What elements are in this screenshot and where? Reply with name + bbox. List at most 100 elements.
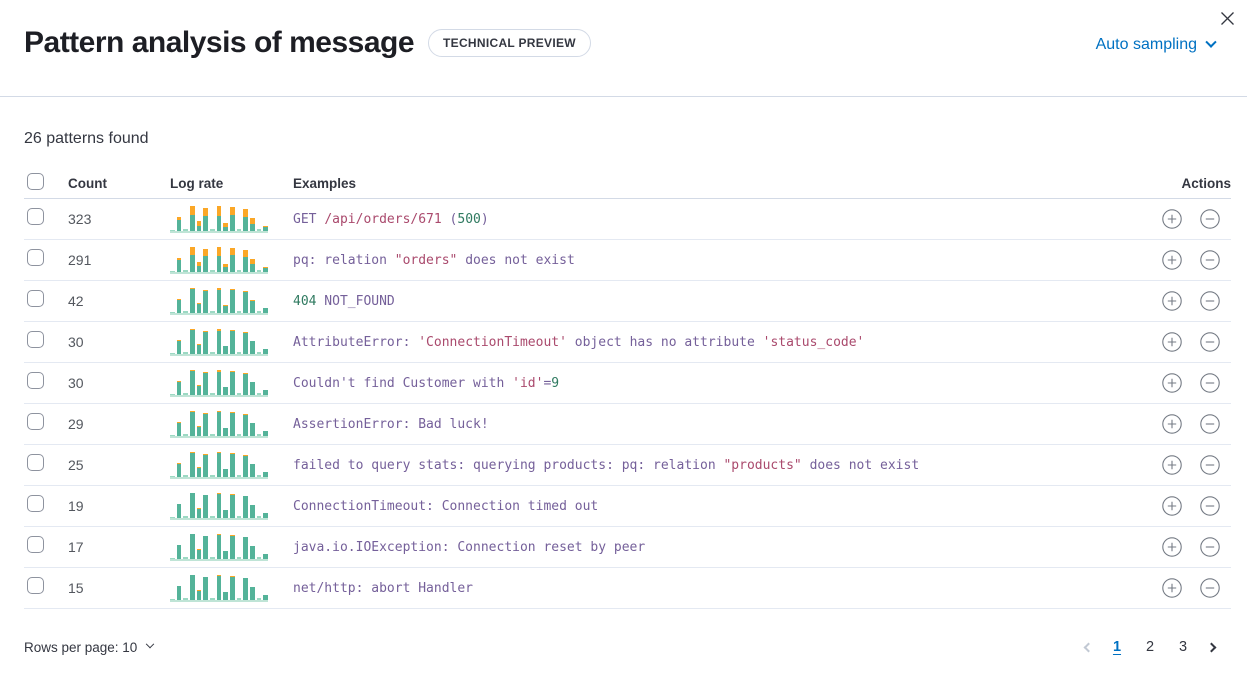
example-token: 500: [457, 211, 481, 227]
count-cell: 17: [68, 539, 84, 555]
log-rate-chart: [170, 246, 269, 274]
filter-out-minus-icon[interactable]: [1200, 250, 1220, 270]
table-row: 25 failed to query stats: querying produ…: [24, 445, 1231, 486]
filter-in-plus-icon[interactable]: [1162, 373, 1182, 393]
column-header-count[interactable]: Count: [68, 176, 107, 191]
example-cell: AssertionError: Bad luck!: [293, 417, 1141, 432]
table-row: 291 pq: relation "orders" does not exist: [24, 240, 1231, 281]
column-header-log-rate[interactable]: Log rate: [170, 176, 224, 191]
log-rate-chart: [170, 492, 269, 520]
log-rate-chart: [170, 328, 269, 356]
example-token: net/http: abort Handler: [293, 580, 474, 596]
filter-in-plus-icon[interactable]: [1162, 578, 1182, 598]
select-all-checkbox[interactable]: [27, 172, 44, 190]
sampling-dropdown-label: Auto sampling: [1095, 36, 1197, 53]
example-token: "products": [723, 457, 802, 473]
example-cell: java.io.IOException: Connection reset by…: [293, 540, 1141, 555]
row-checkbox[interactable]: [27, 536, 44, 553]
count-cell: 29: [68, 416, 84, 432]
row-checkbox[interactable]: [27, 208, 44, 225]
example-token: 9: [551, 375, 560, 391]
count-cell: 19: [68, 498, 84, 514]
flyout-header: Pattern analysis of message TECHNICAL PR…: [0, 0, 1247, 97]
flyout-footer: Rows per page: 10 1 2 3: [0, 609, 1247, 660]
page-title: Pattern analysis of message: [24, 26, 415, 59]
table-header-row: Count Log rate Examples Actions: [24, 169, 1231, 199]
example-cell: ConnectionTimeout: Connection timed out: [293, 499, 1141, 514]
filter-out-minus-icon[interactable]: [1200, 455, 1220, 475]
example-token: NOT_FOUND: [316, 293, 395, 309]
filter-out-minus-icon[interactable]: [1200, 496, 1220, 516]
filter-in-plus-icon[interactable]: [1162, 496, 1182, 516]
pagination-page-3[interactable]: 3: [1171, 634, 1195, 660]
count-cell: 30: [68, 334, 84, 350]
example-token: Couldn't find Customer with: [293, 375, 513, 391]
filter-in-plus-icon[interactable]: [1162, 332, 1182, 352]
example-token: "orders": [394, 252, 458, 268]
example-token: 'id': [512, 375, 544, 391]
pagination-page-1[interactable]: 1: [1105, 634, 1129, 660]
row-checkbox[interactable]: [27, 454, 44, 471]
example-token: /api/orders/671: [324, 211, 442, 227]
column-header-examples[interactable]: Examples: [293, 176, 357, 191]
pagination-next-icon[interactable]: [1204, 642, 1219, 652]
log-rate-chart: [170, 287, 269, 315]
sampling-dropdown[interactable]: Auto sampling: [1095, 36, 1217, 54]
example-cell: Couldn't find Customer with 'id'=9: [293, 376, 1141, 391]
filter-out-minus-icon[interactable]: [1200, 373, 1220, 393]
chevron-down-icon: [1205, 36, 1217, 48]
table-row: 42 404 NOT_FOUND: [24, 281, 1231, 322]
filter-in-plus-icon[interactable]: [1162, 414, 1182, 434]
example-cell: net/http: abort Handler: [293, 581, 1141, 596]
table-row: 17 java.io.IOException: Connection reset…: [24, 527, 1231, 568]
filter-in-plus-icon[interactable]: [1162, 537, 1182, 557]
example-token: =: [543, 375, 552, 391]
row-checkbox[interactable]: [27, 249, 44, 266]
count-cell: 30: [68, 375, 84, 391]
filter-out-minus-icon[interactable]: [1200, 414, 1220, 434]
table-body: 323 GET /api/orders/671 (500) 291 pq: re…: [24, 199, 1231, 609]
filter-out-minus-icon[interactable]: [1200, 209, 1220, 229]
rows-per-page-button[interactable]: Rows per page: 10: [24, 639, 155, 655]
example-cell: pq: relation "orders" does not exist: [293, 253, 1141, 268]
column-header-actions: Actions: [1181, 176, 1231, 191]
filter-out-minus-icon[interactable]: [1200, 537, 1220, 557]
row-checkbox[interactable]: [27, 577, 44, 594]
rows-per-page-label: Rows per page: 10: [24, 639, 138, 655]
log-rate-chart: [170, 205, 269, 233]
log-rate-chart: [170, 410, 269, 438]
row-checkbox[interactable]: [27, 331, 44, 348]
row-checkbox[interactable]: [27, 290, 44, 307]
log-rate-chart: [170, 369, 269, 397]
patterns-found-summary: 26 patterns found: [24, 130, 149, 147]
row-checkbox[interactable]: [27, 372, 44, 389]
example-token: 'ConnectionTimeout': [418, 334, 567, 350]
example-token: AssertionError: Bad luck!: [293, 416, 489, 432]
pagination-prev-icon[interactable]: [1081, 642, 1096, 652]
table-row: 29 AssertionError: Bad luck!: [24, 404, 1231, 445]
example-token: does not exist: [457, 252, 575, 268]
example-token: (: [441, 211, 458, 227]
close-icon[interactable]: [1214, 5, 1240, 31]
filter-out-minus-icon[interactable]: [1200, 291, 1220, 311]
filter-in-plus-icon[interactable]: [1162, 291, 1182, 311]
pagination-page-2[interactable]: 2: [1138, 634, 1162, 660]
example-token: java.io.IOException: Connection reset by…: [293, 539, 646, 555]
example-cell: failed to query stats: querying products…: [293, 458, 1141, 473]
count-cell: 42: [68, 293, 84, 309]
table-row: 30 AttributeError: 'ConnectionTimeout' o…: [24, 322, 1231, 363]
filter-in-plus-icon[interactable]: [1162, 455, 1182, 475]
count-cell: 291: [68, 252, 92, 268]
filter-out-minus-icon[interactable]: [1200, 332, 1220, 352]
example-token: pq: relation: [293, 252, 395, 268]
filter-out-minus-icon[interactable]: [1200, 578, 1220, 598]
technical-preview-badge: TECHNICAL PREVIEW: [428, 29, 591, 57]
count-cell: 15: [68, 580, 84, 596]
example-token: 404: [293, 293, 317, 309]
filter-in-plus-icon[interactable]: [1162, 250, 1182, 270]
row-checkbox[interactable]: [27, 495, 44, 512]
row-checkbox[interactable]: [27, 413, 44, 430]
filter-in-plus-icon[interactable]: [1162, 209, 1182, 229]
example-cell: GET /api/orders/671 (500): [293, 212, 1141, 227]
pagination: 1 2 3: [1081, 634, 1219, 660]
